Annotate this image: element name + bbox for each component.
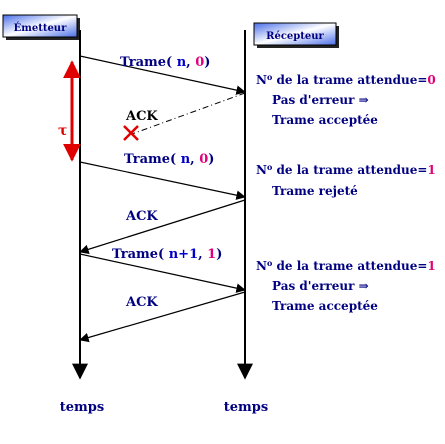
receiver-note-2: No de la trame attendue=1 Trame rejeté — [256, 162, 436, 198]
expected-frame-text-1: No de la trame attendue=0 — [256, 72, 436, 87]
note-line-1a: Pas d'erreur ⇒ — [272, 93, 369, 107]
receiver-note-1: No de la trame attendue=0 Pas d'erreur ⇒… — [256, 72, 436, 127]
ack-label-1: ACK — [125, 109, 158, 124]
frame-arrow-1 — [79, 55, 246, 95]
ack-arrow-lost — [131, 92, 246, 135]
receiver-label: Récepteur — [266, 31, 324, 42]
lost-mark-icon — [123, 125, 139, 141]
ack-arrow-2 — [79, 199, 246, 254]
note-line-1b: Trame acceptée — [272, 113, 378, 127]
sender-label: Émetteur — [14, 22, 67, 34]
receiver-box: Récepteur — [253, 22, 339, 48]
frame-label-2: Trame( n, 0) — [124, 152, 214, 167]
delay-label: τ — [58, 123, 67, 139]
receiver-note-3: No de la trame attendue=1 Pas d'erreur ⇒… — [256, 258, 436, 313]
receiver-time-label: temps — [224, 400, 268, 415]
ack-label-2: ACK — [125, 209, 158, 224]
frame-label-3: Trame( n+1, 1) — [112, 247, 222, 262]
frame-arrow-3 — [79, 253, 246, 293]
ack-arrow-3 — [79, 291, 246, 343]
sender-box: Émetteur — [2, 14, 80, 40]
ack-label-3: ACK — [125, 295, 158, 310]
note-line-3a: Pas d'erreur ⇒ — [272, 279, 369, 293]
expected-frame-text-2: No de la trame attendue=1 — [256, 162, 436, 177]
note-line-3b: Trame acceptée — [272, 299, 378, 313]
expected-frame-text-3: No de la trame attendue=1 — [256, 258, 436, 273]
note-line-2a: Trame rejeté — [272, 184, 358, 198]
sender-time-label: temps — [60, 400, 104, 415]
frame-arrow-2 — [79, 161, 246, 200]
frame-label-1: Trame( n, 0) — [120, 55, 210, 70]
